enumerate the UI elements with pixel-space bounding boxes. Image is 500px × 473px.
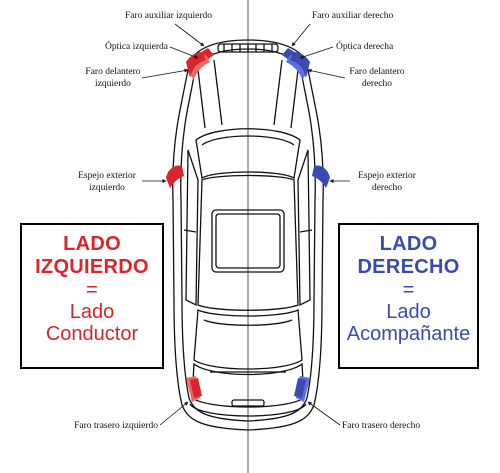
espejo-izquierdo-shape [166,165,184,188]
lado-izquierdo-line1: LADO [63,233,121,255]
leader-lines [141,23,350,426]
label-espejo-exterior-derecho: Espejo exterior derecho [352,170,422,194]
label-faro-delantero-izquierdo: Faro delantero izquierdo [78,66,148,90]
label-text: Faro auxiliar derecho [312,11,394,21]
lado-izquierdo-line3: Lado [69,301,115,323]
lado-izquierdo-line2: IZQUIERDO [35,256,149,278]
label-text: Óptica derecha [336,42,394,52]
lado-izquierdo-box: LADO IZQUIERDO = Lado Conductor [20,223,164,369]
label-espejo-exterior-izquierdo: Espejo exterior izquierdo [72,170,142,194]
label-optica-derecha: Óptica derecha [336,41,393,53]
lado-derecho-line2: DERECHO [357,256,460,278]
lado-derecho-line1: LADO [379,233,438,255]
label-text-line2: derecho [361,79,393,89]
right-lights [282,48,330,402]
lado-derecho-box: LADO DERECHO = Lado Acompañante [338,223,479,369]
label-text-line1: Espejo exterior [78,171,136,181]
label-text-line2: izquierdo [89,183,125,193]
label-optica-izquierda: Óptica izquierda [60,41,168,53]
optica-izquierda-light [188,55,210,80]
label-text-line1: Faro delantero [85,67,141,77]
lado-derecho-line3: Lado [386,301,431,323]
lado-izquierdo-line4: Conductor [45,323,139,345]
label-faro-auxiliar-derecho: Faro auxiliar derecho [312,10,393,22]
label-faro-trasero-derecho: Faro trasero derecho [342,420,420,432]
lado-derecho-equals: = [402,279,415,301]
label-text: Faro trasero izquierdo [74,421,158,431]
label-text-line1: Faro delantero [349,67,405,77]
lado-derecho-line4: Acompañante [346,323,471,345]
lado-izquierdo-equals: = [86,279,98,301]
label-faro-auxiliar-izquierdo: Faro auxiliar izquierdo [62,10,212,22]
label-text: Faro auxiliar izquierdo [124,11,212,21]
left-lights [166,48,214,402]
label-text-line2: izquierdo [95,79,131,89]
espejo-derecho-shape [312,165,330,188]
label-faro-delantero-derecho: Faro delantero derecho [342,66,412,90]
label-text-line1: Espejo exterior [358,171,416,181]
label-text-line2: derecho [371,183,403,193]
faro-delantero-derecho-light [290,52,310,78]
label-text: Óptica izquierda [104,42,168,52]
faro-delantero-izquierdo-light [186,52,206,78]
faro-trasero-izquierdo-inner [190,378,202,398]
optica-derecha-light [286,55,308,80]
label-faro-trasero-izquierdo: Faro trasero izquierdo [30,420,158,432]
label-text: Faro trasero derecho [342,421,421,431]
faro-trasero-derecho-inner [294,378,306,398]
